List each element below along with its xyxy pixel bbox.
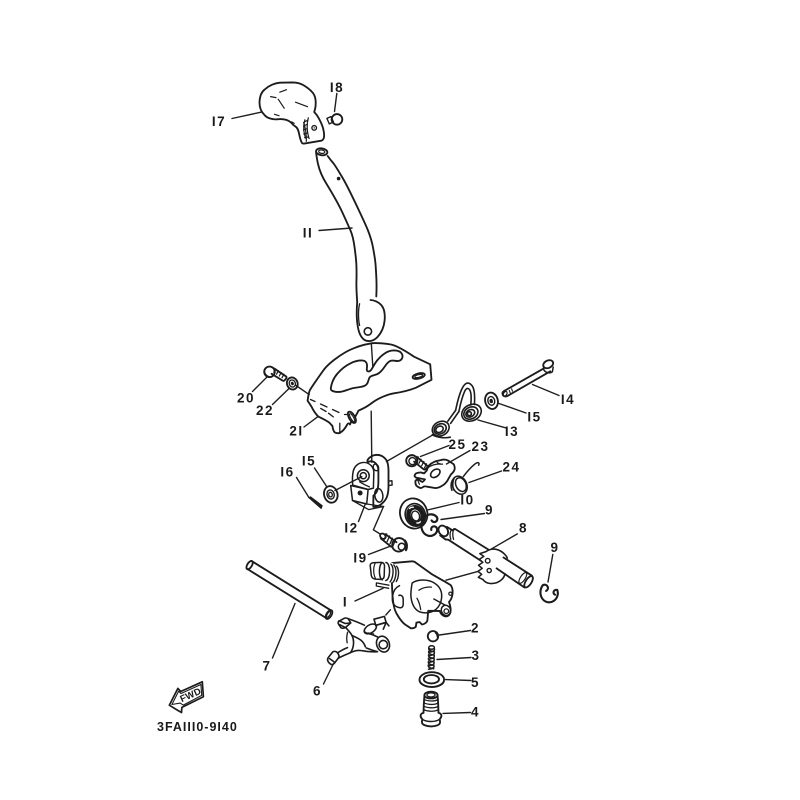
svg-text:2: 2 [471, 621, 480, 636]
svg-text:I5: I5 [527, 410, 541, 425]
svg-text:I2: I2 [344, 521, 358, 536]
svg-text:I7: I7 [212, 114, 226, 129]
svg-text:8: 8 [519, 521, 528, 536]
svg-text:I: I [343, 595, 348, 610]
svg-text:I6: I6 [280, 465, 294, 480]
svg-text:I8: I8 [330, 80, 344, 95]
svg-text:5: 5 [471, 675, 480, 690]
svg-text:6: 6 [313, 684, 322, 699]
svg-text:3: 3 [471, 648, 480, 663]
svg-text:23: 23 [471, 439, 489, 454]
svg-text:9: 9 [485, 503, 494, 518]
svg-text:3FAIII0-9I40: 3FAIII0-9I40 [157, 720, 238, 734]
svg-text:I3: I3 [505, 424, 519, 439]
svg-text:22: 22 [256, 403, 274, 418]
svg-text:II: II [303, 226, 314, 241]
svg-text:2I: 2I [289, 424, 303, 439]
svg-text:I4: I4 [561, 392, 575, 407]
svg-text:I5: I5 [302, 454, 316, 469]
svg-text:20: 20 [237, 391, 255, 406]
svg-text:I0: I0 [460, 493, 474, 508]
svg-text:9: 9 [550, 540, 559, 555]
svg-text:I9: I9 [353, 551, 367, 566]
svg-text:7: 7 [262, 659, 271, 674]
svg-text:4: 4 [471, 705, 480, 720]
svg-text:24: 24 [502, 460, 520, 475]
svg-text:25: 25 [448, 437, 466, 452]
